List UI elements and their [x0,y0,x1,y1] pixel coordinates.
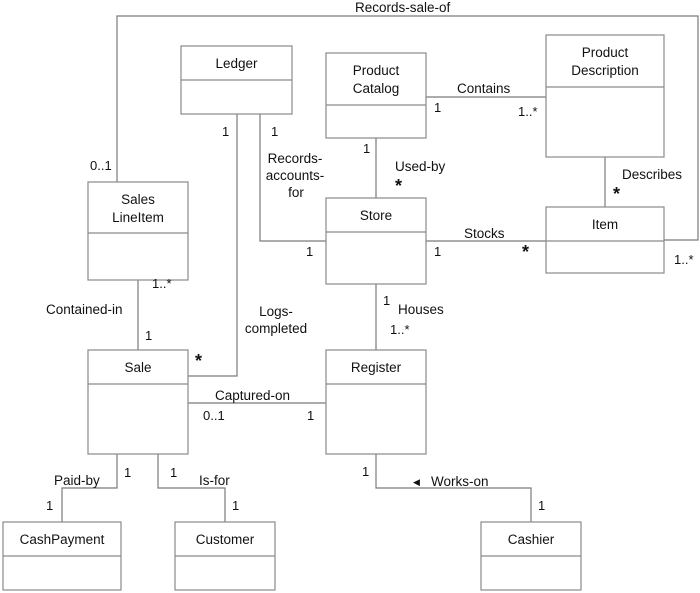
class-name: Customer [196,532,255,547]
class-sale[interactable]: Sale [87,349,189,455]
assoc-line-works-on [375,454,532,522]
mult-captured-on-sale: 0..1 [203,408,225,423]
mult-contains-catalog: 1 [434,100,441,115]
mult-captured-on-register: 1 [307,408,314,423]
mult-records-sale-of-sales-line-item: 0..1 [90,158,112,173]
mult-logs-completed-ledger: 1 [222,124,229,139]
mult-is-for-sale: 1 [170,465,177,480]
assoc-label-captured-on: Captured-on [215,388,290,403]
class-name-line-1: Product [353,63,400,78]
mult-works-on-register: 1 [362,464,369,479]
assoc-label-logs-completed-2: completed [245,321,307,336]
mult-logs-completed-sale: * [195,351,202,371]
mult-used-by-store: * [395,176,402,196]
assoc-label-records-accounts-for-2: accounts- [266,168,325,183]
class-name: Item [592,217,618,232]
class-name-line-2: Description [571,63,639,78]
mult-works-on-cashier: 1 [538,498,545,513]
mult-records-sale-of-item: 1..* [674,252,694,267]
class-name-line-1: Sales [121,192,155,207]
class-name-line-2: LineItem [112,210,164,225]
mult-records-accounts-for-ledger: 1 [271,124,278,139]
assoc-label-works-on: Works-on [431,474,489,489]
assoc-label-stocks: Stocks [464,226,505,241]
assoc-direction-arrow-icon: ◀ [413,477,420,487]
class-name: Register [351,360,402,375]
assoc-label-logs-completed-1: Logs- [259,304,293,319]
mult-is-for-customer: 1 [232,498,239,513]
class-name: Ledger [215,56,258,71]
assoc-label-records-sale-of: Records-sale-of [355,0,451,15]
class-store[interactable]: Store [325,197,427,285]
assoc-label-records-accounts-for-1: Records- [268,151,323,166]
mult-contained-in-line-item: 1..* [152,276,172,291]
class-name: Store [360,208,392,223]
assoc-line-records-sale-of [116,15,699,241]
assoc-line-is-for [157,454,226,522]
assoc-label-houses: Houses [398,302,444,317]
assoc-line-logs-completed [188,114,238,377]
mult-stocks-item: * [522,242,529,262]
assoc-label-paid-by: Paid-by [54,473,100,488]
assoc-label-is-for: Is-for [199,473,230,488]
mult-contains-description: 1..* [518,104,538,119]
class-ledger[interactable]: Ledger [180,45,293,115]
assoc-label-records-accounts-for-3: for [288,185,304,200]
mult-used-by-catalog: 1 [363,141,370,156]
assoc-label-contains: Contains [457,81,511,96]
assoc-line-records-accounts-for [259,114,326,242]
mult-contained-in-sale: 1 [145,328,152,343]
mult-describes-item: * [613,184,620,204]
class-cash-payment[interactable]: CashPayment [2,521,122,591]
class-cashier[interactable]: Cashier [480,521,582,591]
class-item[interactable]: Item [545,206,665,274]
class-product-description[interactable]: Product Description [545,34,665,158]
mult-records-accounts-for-store: 1 [306,244,313,259]
mult-paid-by-cash-payment: 1 [46,498,53,513]
class-register[interactable]: Register [325,349,427,455]
assoc-label-contained-in: Contained-in [46,302,123,317]
class-name: CashPayment [20,532,105,547]
mult-houses-register: 1..* [390,322,410,337]
class-name-line-2: Catalog [353,81,400,96]
class-customer[interactable]: Customer [174,521,276,591]
class-name-line-1: Product [582,45,629,60]
assoc-label-describes: Describes [622,167,682,182]
assoc-line-paid-by [61,454,118,522]
mult-houses-store: 1 [383,293,390,308]
class-product-catalog[interactable]: Product Catalog [325,52,427,139]
mult-stocks-store: 1 [434,244,441,259]
class-name: Sale [124,360,151,375]
class-name: Cashier [508,532,555,547]
mult-paid-by-sale: 1 [124,465,131,480]
assoc-label-used-by: Used-by [395,159,446,174]
class-sales-line-item[interactable]: Sales LineItem [87,181,189,281]
